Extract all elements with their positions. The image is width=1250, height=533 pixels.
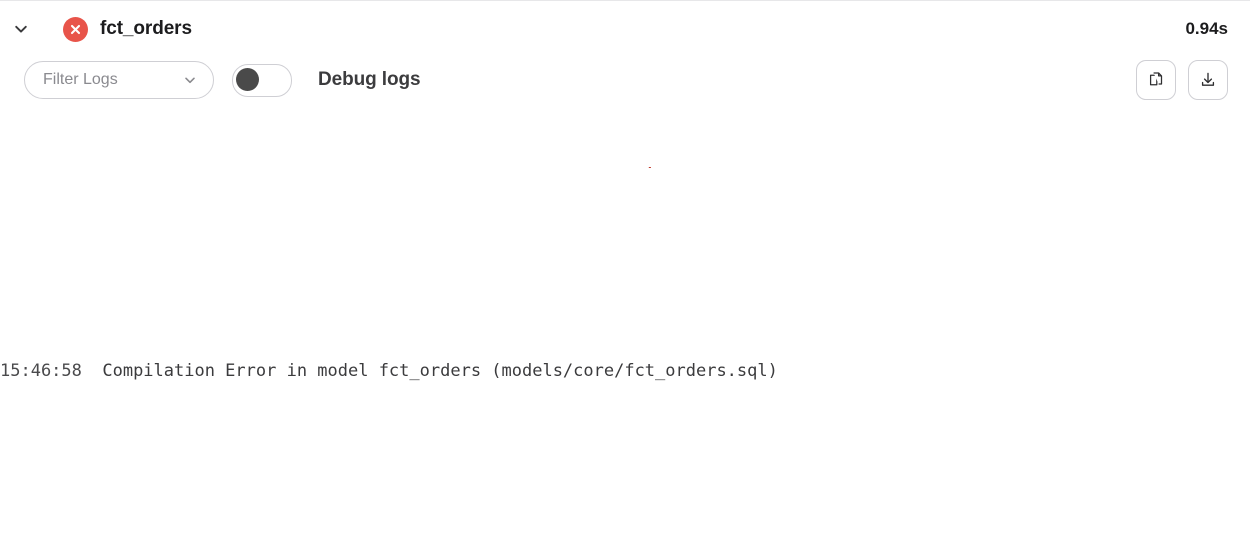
copy-logs-button[interactable]	[1136, 60, 1176, 100]
elapsed-time: 0.94s	[1185, 19, 1228, 38]
log-toolbar: Filter Logs Debug logs	[0, 57, 1250, 103]
chevron-down-icon	[165, 73, 197, 87]
log-header: fct_orders 0.94s	[0, 1, 1250, 57]
debug-logs-label: Debug logs	[318, 69, 421, 90]
copy-icon	[1148, 71, 1165, 89]
clipped-previous-line: — — .	[0, 167, 1250, 171]
filter-logs-select[interactable]: Filter Logs	[24, 61, 214, 99]
filter-logs-label: Filter Logs	[43, 71, 118, 88]
log-scroll-region[interactable]: — — . 15:46:58 Compilation Error in mode…	[0, 167, 1250, 469]
run-log-panel: fct_orders 0.94s Filter Logs Debug logs	[0, 0, 1250, 381]
log-line-text: Compilation Error in model fct_orders (m…	[81, 361, 778, 381]
model-name: fct_orders	[100, 18, 192, 39]
log-output[interactable]: — — . 15:46:58 Compilation Error in mode…	[0, 103, 1250, 533]
log-line: 15:46:58 Compilation Error in model fct_…	[0, 355, 1250, 387]
toggle-knob	[236, 67, 259, 91]
error-x-circle-icon	[63, 16, 88, 42]
collapse-chevron-icon[interactable]	[8, 16, 34, 42]
download-icon	[1199, 71, 1217, 89]
download-logs-button[interactable]	[1188, 60, 1228, 100]
debug-logs-toggle[interactable]	[232, 63, 292, 97]
log-timestamp: 15:46:58	[0, 361, 82, 381]
